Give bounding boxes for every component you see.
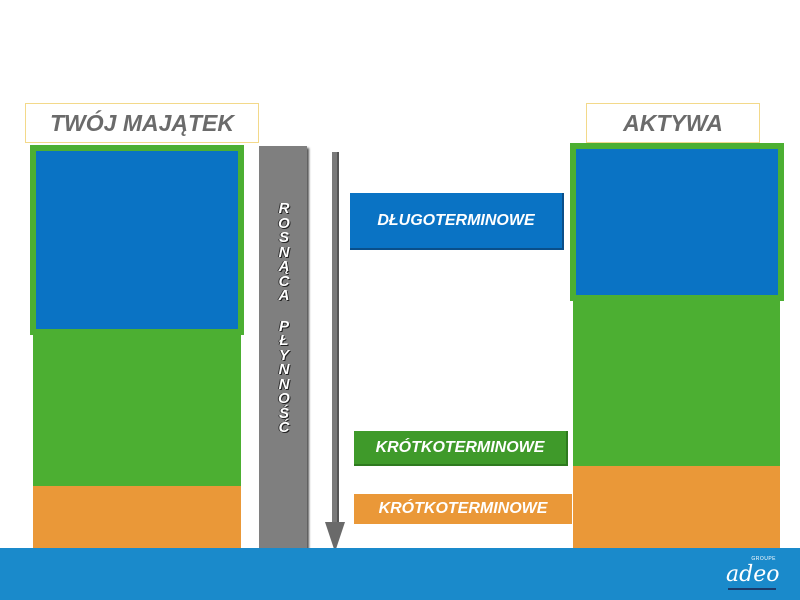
axis-letter: C [278,272,290,290]
left-blue-block [30,145,244,335]
axis-letter: N [278,243,290,261]
logo-main-text: adeo [726,562,780,587]
axis-letter: R [278,200,290,217]
right-column-title: AKTYWA [586,103,760,143]
long-term-label: DŁUGOTERMINOWE [350,193,564,250]
downward-arrow-icon [325,152,345,552]
axis-letter: Ą [278,258,290,275]
logo-underline [728,588,776,590]
left-column-title: TWÓJ MAJĄTEK [25,103,259,143]
right-green-block [573,296,780,468]
left-green-block [33,330,241,488]
axis-letter: A [278,287,290,304]
axis-letter: O [278,390,290,407]
axis-letter: P [278,317,289,335]
floor-band [0,548,800,600]
axis-letter: S [278,229,289,246]
axis-letter: Ł [279,332,289,349]
adeo-logo: GROUPE adeo [722,556,782,592]
liquidity-bar [259,146,307,552]
short-term-label-green: KRÓTKOTERMINOWE [354,431,568,466]
left-orange-block [33,486,241,548]
right-orange-block [573,466,780,548]
logo-small-text: GROUPE [751,556,776,562]
axis-letter: N [278,361,290,378]
short-term-label-orange: KRÓTKOTERMINOWE [354,494,572,524]
axis-letter: O [278,214,290,232]
axis-letter: Ć [278,419,290,436]
axis-letter: Ś [278,404,289,422]
axis-letter: N [278,375,290,393]
axis-letter: Y [278,346,289,364]
right-blue-block [570,143,784,301]
